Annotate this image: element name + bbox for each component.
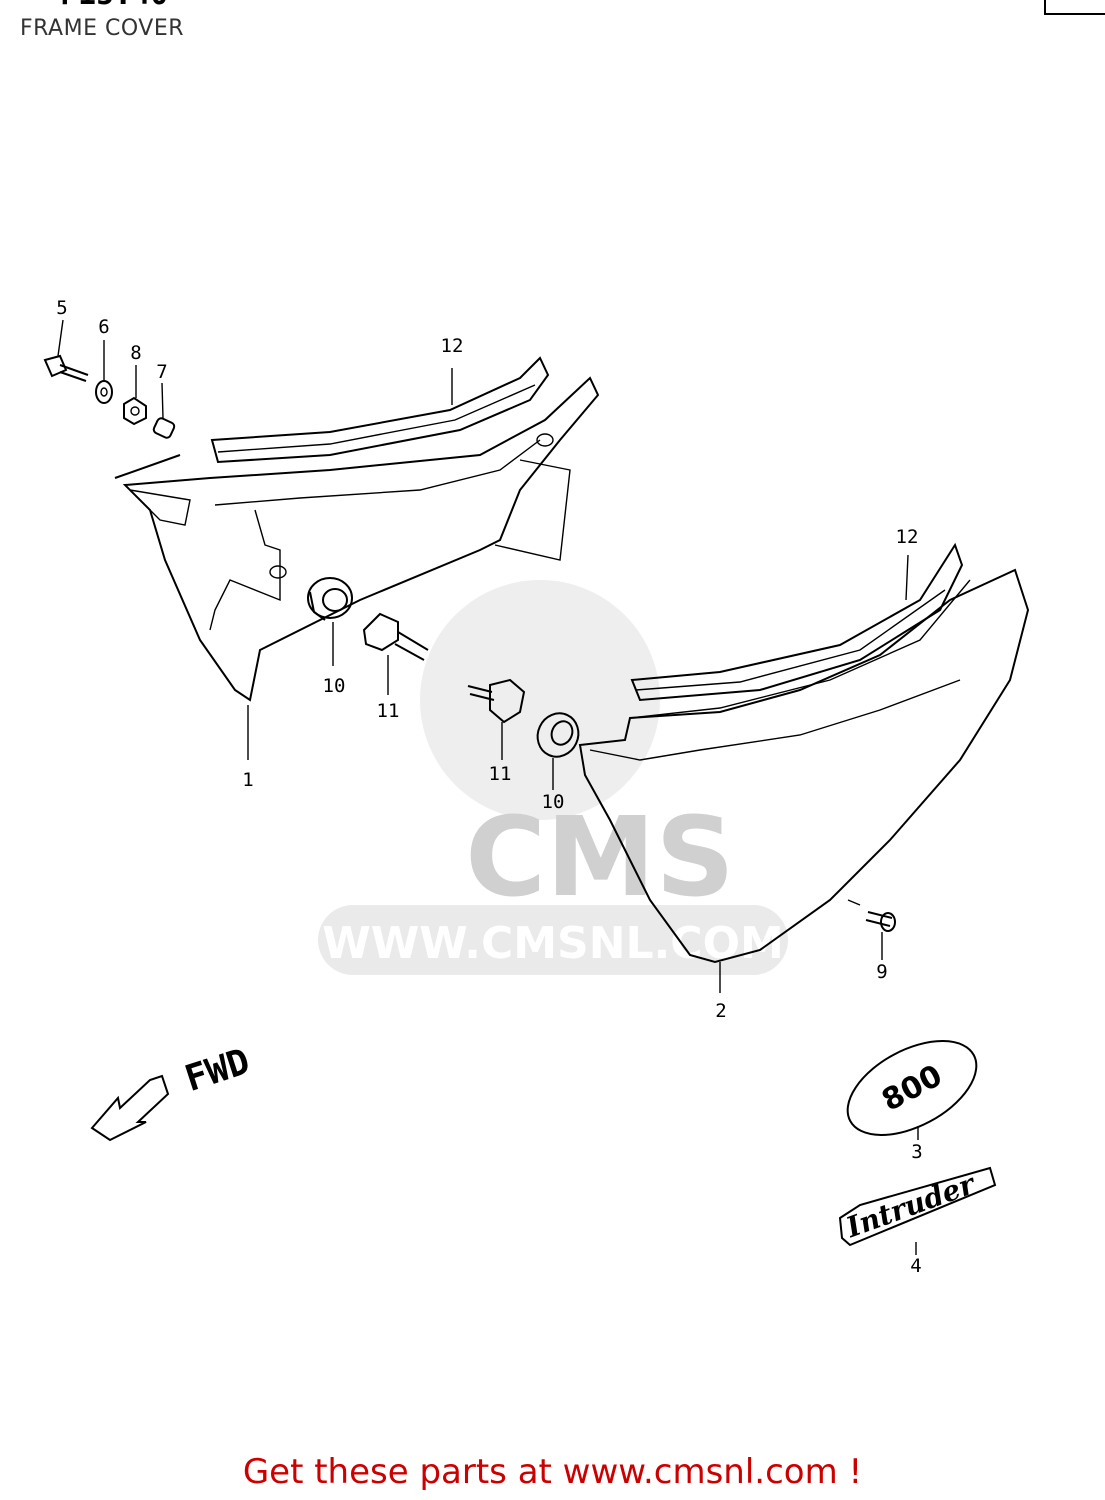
part-label-5: 5 <box>56 297 67 319</box>
fwd-label: FWD <box>180 1041 255 1100</box>
stud-left[interactable] <box>362 612 429 695</box>
emblem-intruder[interactable]: Intruder <box>838 1167 997 1255</box>
grommet-left[interactable] <box>307 577 353 666</box>
part-label-3: 3 <box>911 1141 922 1163</box>
fwd-arrow-icon <box>90 1074 170 1142</box>
part-label-9: 9 <box>876 961 887 983</box>
part-label-8: 8 <box>130 342 141 364</box>
part-label-11a: 11 <box>377 700 400 722</box>
part-label-12b: 12 <box>896 526 919 548</box>
part-label-6: 6 <box>98 316 109 338</box>
watermark-brand: CMS <box>465 793 734 921</box>
bolt[interactable] <box>43 319 89 382</box>
part-label-12a: 12 <box>441 335 464 357</box>
part-label-10b: 10 <box>542 791 565 813</box>
cushion[interactable] <box>123 365 147 426</box>
trim-right[interactable] <box>630 542 964 702</box>
frame-cover-left[interactable] <box>114 376 600 702</box>
svg-text:Intruder: Intruder <box>841 1167 981 1245</box>
emblem-800[interactable]: 800 <box>832 1022 991 1155</box>
part-label-10a: 10 <box>323 675 346 697</box>
footer-link[interactable]: Get these parts at www.cmsnl.com ! <box>242 1452 863 1492</box>
spacer[interactable] <box>152 382 176 439</box>
part-label-11b: 11 <box>489 763 512 785</box>
part-label-4: 4 <box>910 1255 921 1277</box>
grommet-right[interactable] <box>531 707 586 790</box>
part-label-1: 1 <box>242 769 253 791</box>
frame-cover-right[interactable] <box>578 568 1030 964</box>
part-label-7: 7 <box>156 361 167 383</box>
diagram-caption: FRAME COVER <box>20 16 185 41</box>
washer[interactable] <box>95 340 113 404</box>
part-label-2: 2 <box>715 1000 726 1022</box>
section-code: F15.40 <box>60 0 168 12</box>
watermark: CMS WWW.CMSNL.COM <box>318 580 788 975</box>
screw[interactable] <box>847 899 896 960</box>
svg-text:800: 800 <box>876 1058 948 1118</box>
trim-left[interactable] <box>210 356 550 464</box>
corner-frame <box>1044 0 1105 15</box>
stud-right[interactable] <box>467 678 526 760</box>
